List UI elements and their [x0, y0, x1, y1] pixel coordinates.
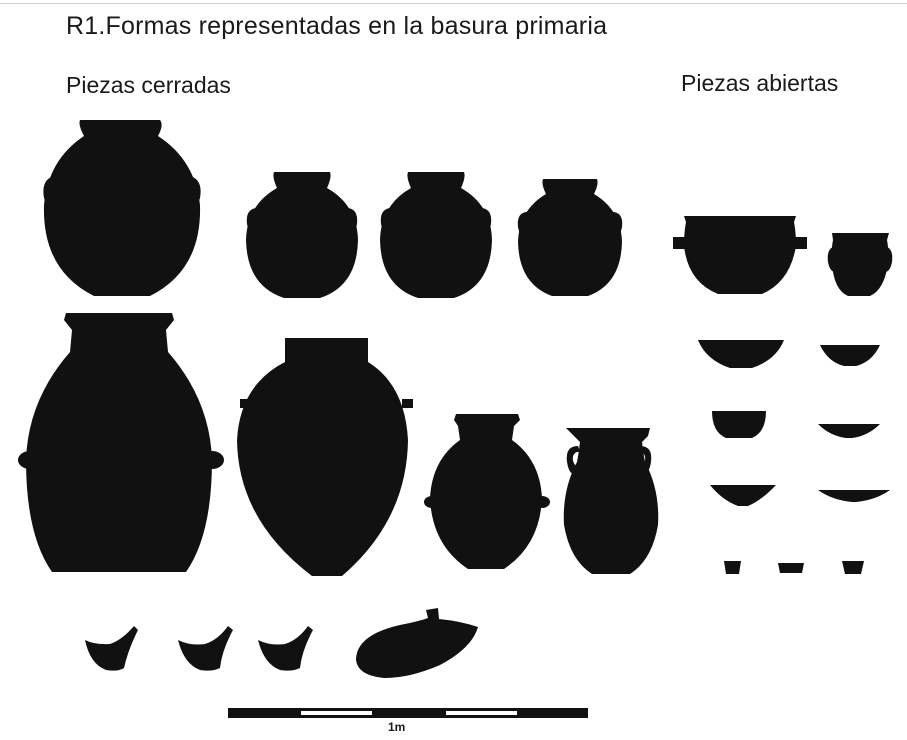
closed-vessel-6: [237, 338, 413, 576]
open-vessel-3: [698, 340, 784, 368]
open-vessel-2: [827, 233, 893, 296]
scale-bar: [228, 708, 588, 718]
closed-vessel-12: [356, 608, 478, 678]
open-vessel-1: [673, 216, 807, 294]
scale-bar-label: 1m: [388, 720, 406, 734]
closed-vessel-2: [246, 172, 358, 298]
page-title: R1.Formas representadas en la basura pri…: [66, 12, 608, 40]
open-vessel-4: [820, 345, 880, 366]
closed-vessel-4: [517, 179, 623, 296]
closed-vessel-10: [178, 626, 233, 671]
open-vessel-11: [842, 561, 864, 574]
open-vessel-7: [710, 485, 776, 506]
open-vessel-6: [818, 424, 880, 438]
closed-vessel-1: [43, 120, 201, 296]
top-rule: [0, 3, 907, 4]
open-vessel-5: [712, 411, 766, 438]
closed-pieces-heading: Piezas cerradas: [66, 72, 231, 98]
open-vessel-9: [724, 561, 741, 574]
closed-vessel-3: [380, 172, 492, 298]
closed-vessel-11: [258, 626, 313, 671]
closed-vessel-9: [85, 626, 138, 671]
open-vessel-10: [778, 563, 804, 573]
open-vessel-8: [818, 490, 890, 502]
closed-vessel-7: [424, 414, 550, 569]
closed-vessel-8: [563, 428, 659, 574]
open-pieces-heading: Piezas abiertas: [681, 70, 839, 96]
closed-vessel-5: [18, 313, 224, 572]
